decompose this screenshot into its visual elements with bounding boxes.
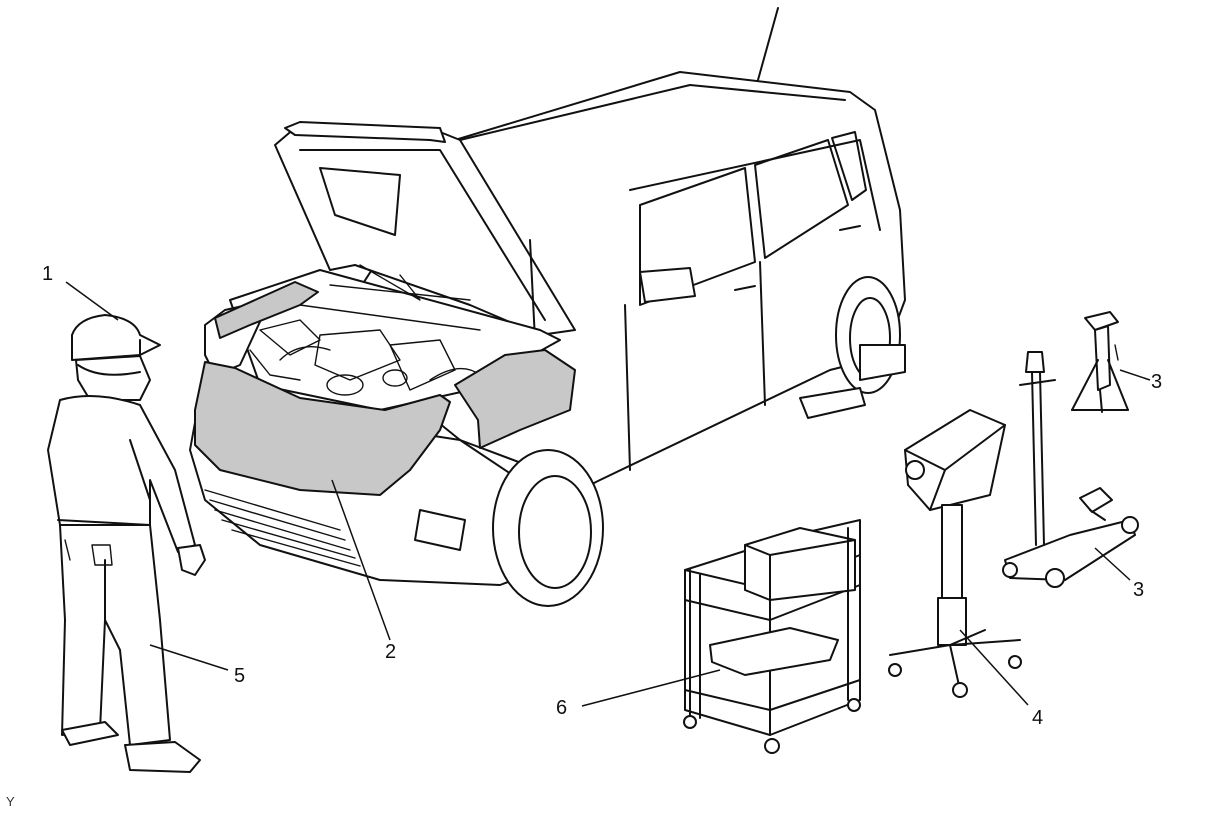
callout-3-jack-stand: 3 [1151, 371, 1162, 393]
figure-mark: Y [6, 794, 15, 809]
vehicle [189, 7, 906, 607]
tool-cart [683, 519, 861, 754]
leader-5 [149, 644, 229, 671]
jack-stand [1071, 311, 1129, 413]
leader-6 [581, 669, 721, 707]
mechanic-figure [47, 314, 206, 773]
callout-6: 6 [556, 697, 567, 719]
leader-3b [1094, 547, 1131, 581]
leader-lines [65, 281, 1151, 707]
leader-1 [65, 281, 119, 321]
callout-3-floor-jack: 3 [1133, 579, 1144, 601]
support-stand [888, 409, 1022, 698]
fender-cover-right [454, 349, 576, 449]
leader-2 [331, 479, 391, 641]
callout-4: 4 [1032, 707, 1043, 729]
front-grille-cover [194, 361, 451, 496]
callout-2: 2 [385, 641, 396, 663]
floor-jack [1002, 351, 1139, 588]
callout-5: 5 [234, 665, 245, 687]
callout-1: 1 [42, 263, 53, 285]
leader-4 [959, 629, 1029, 706]
leader-3a [1119, 369, 1151, 381]
fender-cover-left [214, 281, 319, 339]
